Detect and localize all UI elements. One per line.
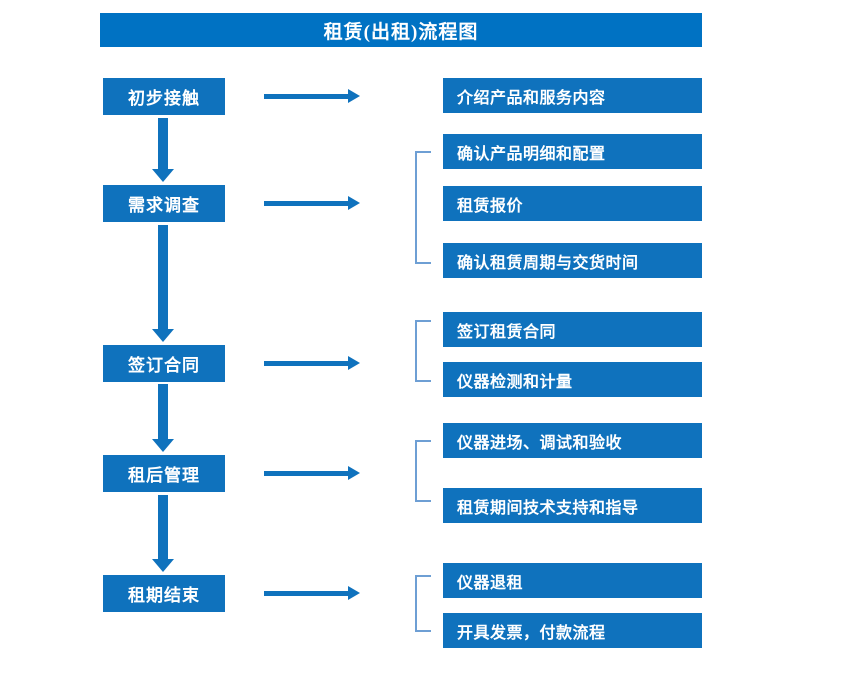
detail-box-confirm-product-details[interactable]: 确认产品明细和配置 bbox=[443, 134, 702, 169]
flowchart-title: 租赁(出租)流程图 bbox=[100, 13, 702, 47]
stage-box-post-rental-management[interactable]: 租后管理 bbox=[103, 455, 225, 492]
group-bracket-post-rental-management bbox=[415, 440, 431, 502]
horizontal-arrow-right-4 bbox=[264, 466, 360, 480]
detail-box-instrument-return[interactable]: 仪器退租 bbox=[443, 563, 702, 598]
group-bracket-requirement-survey bbox=[415, 151, 431, 264]
detail-box-invoice-payment[interactable]: 开具发票，付款流程 bbox=[443, 613, 702, 648]
detail-box-instrument-inspection[interactable]: 仪器检测和计量 bbox=[443, 362, 702, 397]
stage-box-requirement-survey[interactable]: 需求调查 bbox=[103, 185, 225, 222]
vertical-arrow-down-2 bbox=[152, 225, 174, 342]
vertical-arrow-down-4 bbox=[152, 495, 174, 572]
group-bracket-lease-end bbox=[415, 575, 431, 632]
detail-box-technical-support[interactable]: 租赁期间技术支持和指导 bbox=[443, 488, 702, 523]
vertical-arrow-down-3 bbox=[152, 384, 174, 452]
horizontal-arrow-right-3 bbox=[264, 356, 360, 370]
detail-box-instrument-delivery-commissioning[interactable]: 仪器进场、调试和验收 bbox=[443, 423, 702, 458]
detail-box-confirm-lease-period[interactable]: 确认租赁周期与交货时间 bbox=[443, 243, 702, 278]
horizontal-arrow-right-2 bbox=[264, 196, 360, 210]
horizontal-arrow-right-5 bbox=[264, 586, 360, 600]
stage-box-initial-contact[interactable]: 初步接触 bbox=[103, 78, 225, 115]
stage-box-lease-end[interactable]: 租期结束 bbox=[103, 575, 225, 612]
vertical-arrow-down-1 bbox=[152, 118, 174, 182]
horizontal-arrow-right-1 bbox=[264, 89, 360, 103]
group-bracket-sign-contract bbox=[415, 320, 431, 382]
detail-box-sign-lease-contract[interactable]: 签订租赁合同 bbox=[443, 312, 702, 347]
stage-box-sign-contract[interactable]: 签订合同 bbox=[103, 345, 225, 382]
detail-box-rental-quotation[interactable]: 租赁报价 bbox=[443, 186, 702, 221]
detail-box-introduce-products[interactable]: 介绍产品和服务内容 bbox=[443, 78, 702, 113]
